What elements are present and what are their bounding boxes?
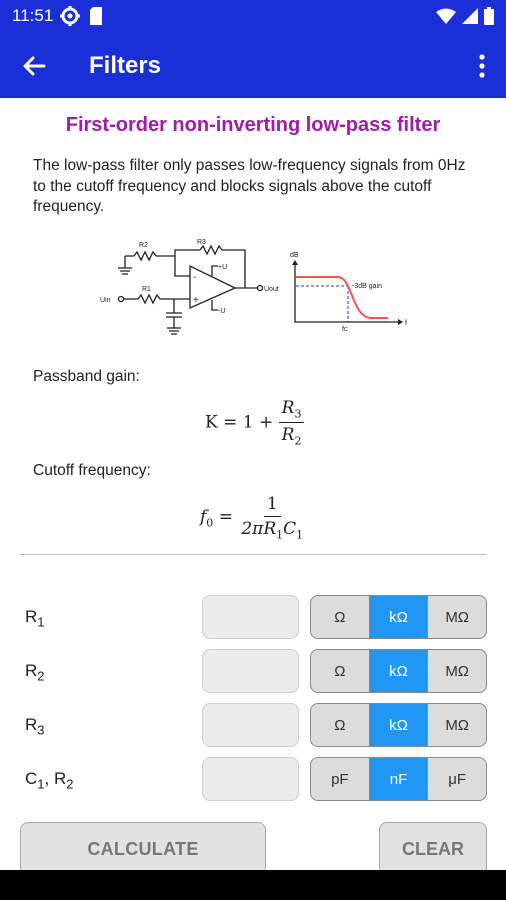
label-r2-input: R2 <box>25 661 45 684</box>
label-r3-input: R3 <box>25 715 45 738</box>
unit-ohm-button[interactable]: Ω <box>311 704 370 746</box>
filter-diagram: R2 R3 R1 Uin Uout +U -U - + dB f fc -3dB… <box>100 239 407 335</box>
unit-kohm-button[interactable]: kΩ <box>369 650 429 692</box>
label-r3: R3 <box>197 239 206 246</box>
sd-card-icon <box>90 7 102 25</box>
label-c1-input: C1, R2 <box>25 769 74 792</box>
cutoff-numerator: 1 <box>263 494 281 517</box>
unit-uf-button[interactable]: μF <box>448 770 467 788</box>
label-vplus: +U <box>218 264 227 271</box>
more-vert-icon <box>479 54 485 78</box>
gain-denominator: R2 <box>281 425 302 448</box>
gain-fraction: R3 R2 <box>278 398 305 448</box>
gain-lhs: K = 1 + <box>205 412 274 433</box>
resistor-r2 <box>133 250 157 262</box>
unit-mohm-button[interactable]: MΩ <box>445 716 470 734</box>
c1-input[interactable] <box>202 757 299 801</box>
signal-icon <box>462 8 478 24</box>
resistor-r1 <box>137 293 161 305</box>
description: The low-pass filter only passes low-freq… <box>33 157 466 215</box>
frequency-response: dB f fc -3dB gain <box>290 252 407 333</box>
system-navigation-bar <box>0 870 506 900</box>
unit-nf-button[interactable]: nF <box>369 758 429 800</box>
r3-input[interactable] <box>202 703 299 747</box>
label-fc: fc <box>342 326 348 333</box>
cutoff-fraction: 1 2πR1C1 <box>238 494 306 541</box>
r3-unit-selector: Ω kΩ MΩ <box>310 703 487 747</box>
status-bar: 11:51 <box>0 0 506 32</box>
wifi-icon <box>436 8 456 24</box>
label-f: f <box>405 320 407 327</box>
label-minus-input: - <box>193 272 196 283</box>
settings-icon <box>60 6 80 26</box>
label-plus-input: + <box>193 295 199 306</box>
resistor-r3 <box>199 244 223 256</box>
label-uout: Uout <box>264 286 279 293</box>
cutoff-denominator: 2πR1C1 <box>241 519 304 542</box>
label-r2: R2 <box>139 242 148 249</box>
status-icons-right <box>436 7 494 25</box>
unit-ohm-button[interactable]: Ω <box>311 596 370 638</box>
unit-pf-button[interactable]: pF <box>311 758 370 800</box>
r2-unit-selector: Ω kΩ MΩ <box>310 649 487 693</box>
unit-kohm-button[interactable]: kΩ <box>369 596 429 638</box>
circuit-labels: R2 R3 R1 Uin Uout +U -U - + <box>100 239 279 315</box>
gain-numerator: R3 <box>278 398 305 424</box>
unit-mohm-button[interactable]: MΩ <box>445 662 470 680</box>
app-title: Filters <box>89 52 162 79</box>
response-curve <box>296 276 388 319</box>
r2-input[interactable] <box>202 649 299 693</box>
unit-mohm-button[interactable]: MΩ <box>445 608 470 626</box>
clear-button[interactable]: CLEAR <box>379 822 487 876</box>
passband-gain-formula: K = 1 + R3 R2 <box>205 398 305 448</box>
label-3db: -3dB gain <box>352 283 382 290</box>
op-amp <box>189 264 237 310</box>
circuit-schematic <box>117 244 264 335</box>
label-uin: Uin <box>100 297 111 304</box>
label-r1-input: R1 <box>25 607 45 630</box>
cutoff-frequency-formula: f0 = 1 2πR1C1 <box>200 494 306 541</box>
r1-unit-selector: Ω kΩ MΩ <box>310 595 487 639</box>
app-bar: Filters <box>0 32 506 98</box>
r1-input[interactable] <box>202 595 299 639</box>
label-vminus: -U <box>218 308 225 315</box>
passband-gain-label: Passband gain: <box>33 368 140 385</box>
arrow-back-icon <box>23 56 46 76</box>
cutoff-frequency-label: Cutoff frequency: <box>33 462 151 479</box>
divider <box>20 554 486 555</box>
unit-kohm-button[interactable]: kΩ <box>369 704 429 746</box>
back-button[interactable] <box>18 50 50 82</box>
overflow-menu-button[interactable] <box>474 50 490 82</box>
status-icons-left <box>60 6 104 26</box>
calculate-button[interactable]: CALCULATE <box>20 822 266 876</box>
status-time: 11:51 <box>12 6 54 25</box>
label-db: dB <box>290 252 299 259</box>
label-r1: R1 <box>142 286 151 293</box>
page-heading: First-order non-inverting low-pass filte… <box>65 114 441 136</box>
unit-ohm-button[interactable]: Ω <box>311 650 370 692</box>
c1-unit-selector: pF nF μF <box>310 757 487 801</box>
battery-icon <box>484 7 494 25</box>
